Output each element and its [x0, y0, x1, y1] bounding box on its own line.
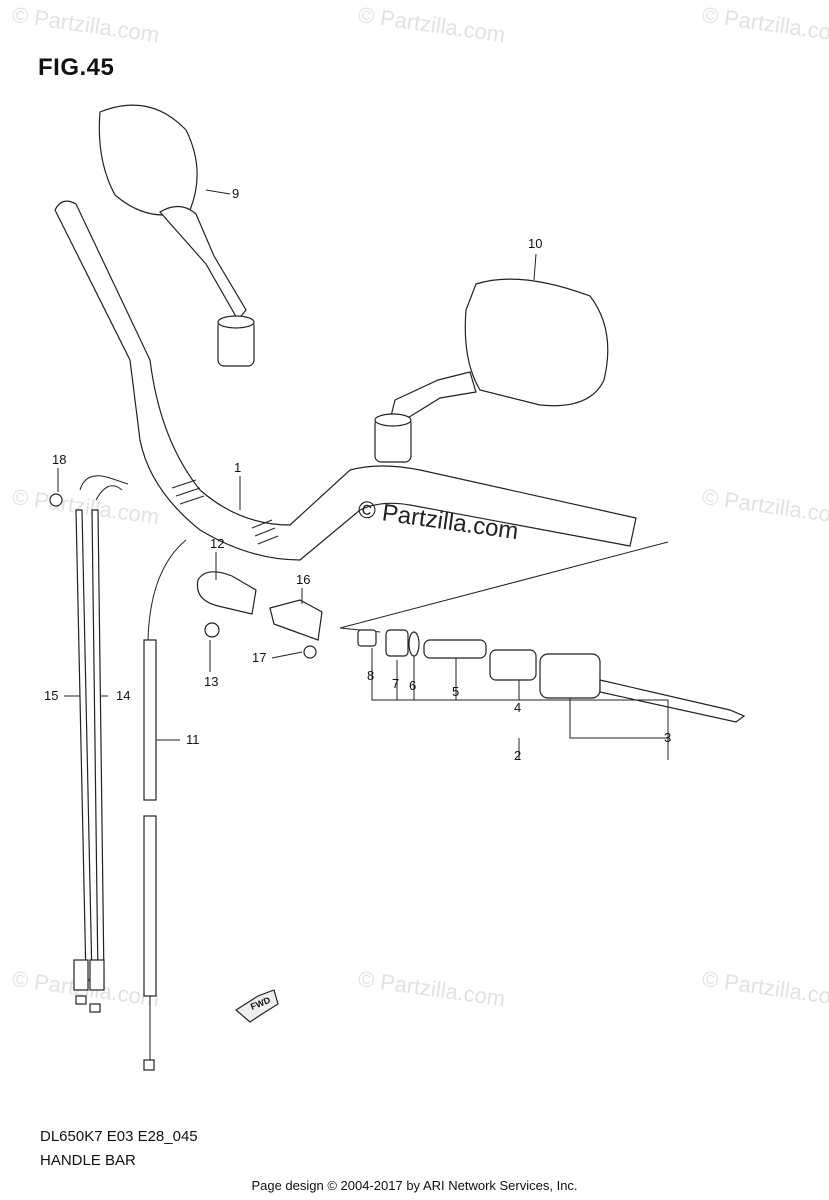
callout-10: 10	[528, 236, 542, 251]
callout-16: 16	[296, 572, 310, 587]
part-12-clamp	[196, 571, 257, 615]
part-6-washer	[408, 631, 420, 657]
part-7-collar	[385, 629, 409, 657]
callout-8: 8	[367, 668, 374, 683]
part-18-screw	[49, 493, 63, 507]
part-5-rubber	[423, 639, 487, 659]
bar-end-assembly	[339, 541, 746, 723]
callout-1: 1	[234, 460, 241, 475]
callout-18: 18	[52, 452, 66, 467]
callout-9: 9	[232, 186, 239, 201]
callout-13: 13	[204, 674, 218, 689]
callout-15: 15	[44, 688, 58, 703]
callout-2: 2	[514, 748, 521, 763]
diagram-code: DL650K7 E03 E28_045	[40, 1128, 198, 1145]
diagram-name: HANDLE BAR	[40, 1152, 136, 1169]
callout-7: 7	[392, 676, 399, 691]
part-2-barend	[539, 653, 601, 699]
part-4-weight	[489, 649, 537, 681]
handlebar	[54, 200, 637, 561]
mirror-left	[98, 104, 255, 367]
page-footer: Page design © 2004-2017 by ARI Network S…	[251, 1178, 578, 1193]
callout-3: 3	[664, 730, 671, 745]
callout-11: 11	[186, 732, 200, 747]
callout-4: 4	[514, 700, 521, 715]
part-13-bolt	[204, 622, 220, 638]
fwd-arrow: FWD	[234, 989, 279, 1023]
clutch-cable	[143, 539, 187, 1071]
mirror-right	[374, 278, 609, 463]
part-8-bolt	[357, 629, 377, 647]
callout-17: 17	[252, 650, 266, 665]
grip-bands	[171, 479, 279, 545]
part-16-bracket	[269, 599, 323, 641]
part-17-bolt	[303, 645, 317, 659]
part-3-screw	[599, 679, 746, 723]
throttle-cables	[73, 475, 129, 1013]
callout-5: 5	[452, 684, 459, 699]
fig-title: FIG.45	[38, 54, 115, 81]
callout-12: 12	[210, 536, 224, 551]
callout-14: 14	[116, 688, 130, 703]
callout-6: 6	[409, 678, 416, 693]
